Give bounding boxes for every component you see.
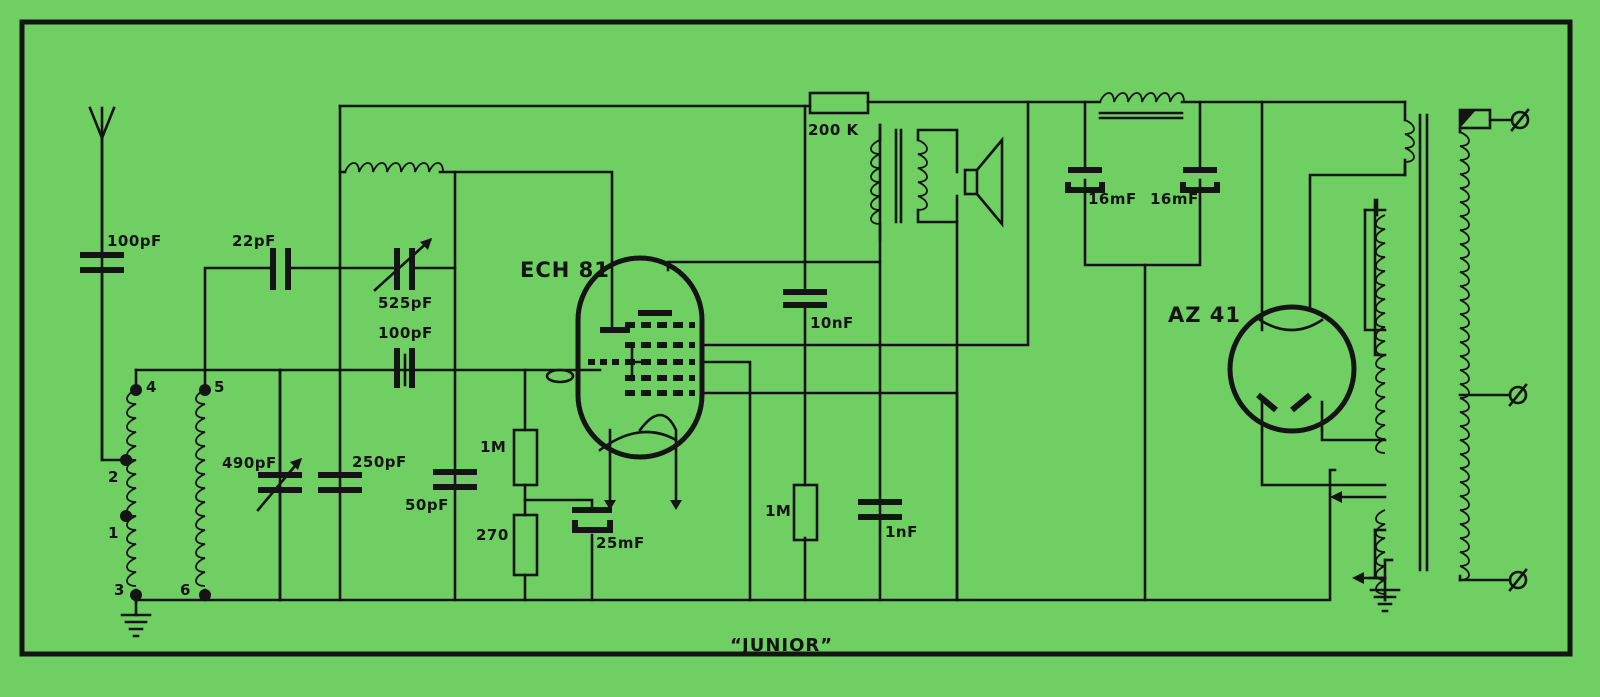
label-cap-antenna: 100pF [107,232,162,250]
terminal-label-6: 6 [180,581,191,599]
label-resistor-270: 270 [476,526,509,544]
label-cap-16mf-a: 16mF [1088,190,1137,208]
resistor-270 [512,513,539,577]
label-cap-250pf: 250pF [352,453,407,471]
resistor-200k [808,91,870,115]
label-resistor-1m-b: 1M [765,502,791,520]
resistor-rect-top [1458,108,1492,130]
wiring [100,100,1514,604]
mains-terminal-bottom [1508,568,1528,592]
terminal-label-4: 4 [146,378,157,396]
resistor-1m-grid [512,428,539,487]
label-cap-1nf: 1nF [885,523,918,541]
coil-oscillator [344,162,444,173]
coil-input-1 [126,389,137,587]
coil-input-2 [195,389,206,587]
cap-10nf [783,289,827,308]
cap-16mf-a [1065,167,1105,193]
terminal-label-5: 5 [214,378,225,396]
label-resistor-1m-grid: 1M [480,438,506,456]
label-cap-50pf: 50pF [405,496,449,514]
label-cap-25mf: 25mF [596,534,645,552]
resistor-1m-b [792,483,819,542]
cap-25mf [572,507,613,533]
tube-ech81 [545,255,705,510]
mains-terminal-mid [1508,383,1528,407]
mains-terminal-top [1510,108,1530,132]
frame-border [19,19,1573,657]
label-cap-16mf-b: 16mF [1150,190,1199,208]
junction-dots [120,384,211,601]
cap-1nf [858,499,902,520]
cap-22pf [270,248,291,290]
tube-az41 [1227,304,1357,434]
cap-var-525pf [373,238,432,292]
speaker-icon [963,136,1004,228]
label-cap-grid-100pf: 100pF [378,324,433,342]
cap-16mf-b [1180,167,1220,193]
cap-var-490pf [256,368,302,602]
label-cap-490pf: 490pF [222,454,277,472]
label-cap-22pf: 22pF [232,232,276,250]
cap-grid-100pf [394,348,415,388]
terminal-label-2: 2 [108,468,119,486]
schematic-title: “JUNIOR” [730,635,833,656]
terminal-label-1: 1 [108,524,119,542]
cap-antenna [80,133,124,462]
coil-choke-top [1098,92,1185,120]
antenna-symbol [88,106,116,140]
label-cap-525pf: 525pF [378,294,433,312]
label-resistor-200k: 200 K [808,121,860,139]
label-tube-az41: AZ 41 [1168,303,1241,327]
transformer-speaker [870,123,959,242]
label-cap-10nf: 10nF [810,314,854,332]
terminal-label-3: 3 [114,581,125,599]
label-tube-ech81: ECH 81 [520,258,610,282]
arrow-right-tap [1352,572,1387,584]
cap-50pf [433,469,477,490]
ground-right [1369,558,1401,613]
ground-left [120,598,152,638]
cap-250pf [318,472,362,493]
